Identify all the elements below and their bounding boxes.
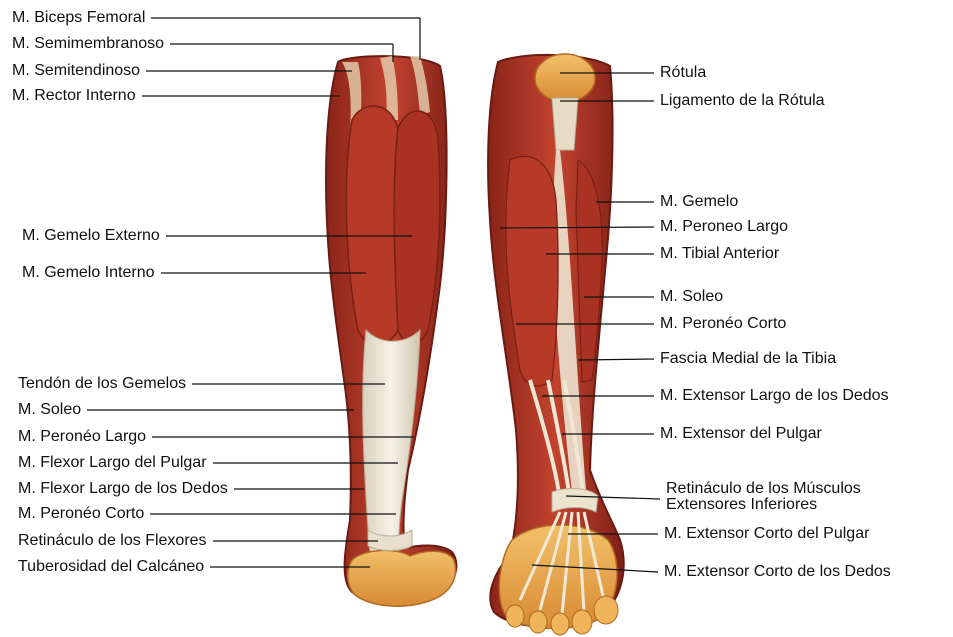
heel (348, 550, 456, 606)
label-peroneo-largo-posterior: M. Peronéo Largo (18, 428, 146, 446)
label-soleo-anterior: M. Soleo (660, 288, 723, 306)
label-tibial-anterior: M. Tibial Anterior (660, 245, 779, 263)
patellar-ligament (552, 98, 578, 150)
label-semimembranoso: M. Semimembranoso (12, 35, 164, 53)
label-tuberosidad-calcaneo: Tuberosidad del Calcáneo (18, 558, 204, 576)
label-ligamento-rotula: Ligamento de la Rótula (660, 92, 825, 110)
label-peroneo-corto-anterior: M. Peronéo Corto (660, 315, 786, 333)
anterior-leg (488, 54, 624, 635)
label-peroneo-corto-posterior: M. Peronéo Corto (18, 505, 144, 523)
label-rector-interno: M. Rector Interno (12, 87, 136, 105)
label-peroneo-largo-anterior: M. Peroneo Largo (660, 218, 788, 236)
label-tendon-gemelos: Tendón de los Gemelos (18, 375, 186, 393)
label-extensor-corto-dedos: M. Extensor Corto de los Dedos (664, 563, 891, 581)
label-fascia-medial-tibia: Fascia Medial de la Tibia (660, 350, 836, 368)
label-gemelo-externo: M. Gemelo Externo (22, 227, 160, 245)
label-retinaculo-flexores: Retináculo de los Flexores (18, 532, 207, 550)
label-flexor-largo-dedos: M. Flexor Largo de los Dedos (18, 480, 228, 498)
label-extensor-corto-pulgar: M. Extensor Corto del Pulgar (664, 525, 869, 543)
label-rotula: Rótula (660, 64, 706, 82)
label-gemelo: M. Gemelo (660, 193, 738, 211)
posterior-leg (326, 56, 456, 606)
label-retinaculo-extensores: Retináculo de los Músculos Extensores In… (666, 481, 861, 513)
label-semitendinoso: M. Semitendinoso (12, 62, 140, 80)
label-biceps-femoral: M. Biceps Femoral (12, 9, 145, 27)
patella (535, 54, 595, 102)
label-soleo-posterior: M. Soleo (18, 401, 81, 419)
label-flexor-largo-pulgar: M. Flexor Largo del Pulgar (18, 454, 207, 472)
label-gemelo-interno: M. Gemelo Interno (22, 264, 155, 282)
label-extensor-pulgar: M. Extensor del Pulgar (660, 425, 822, 443)
label-extensor-largo-dedos: M. Extensor Largo de los Dedos (660, 387, 889, 405)
